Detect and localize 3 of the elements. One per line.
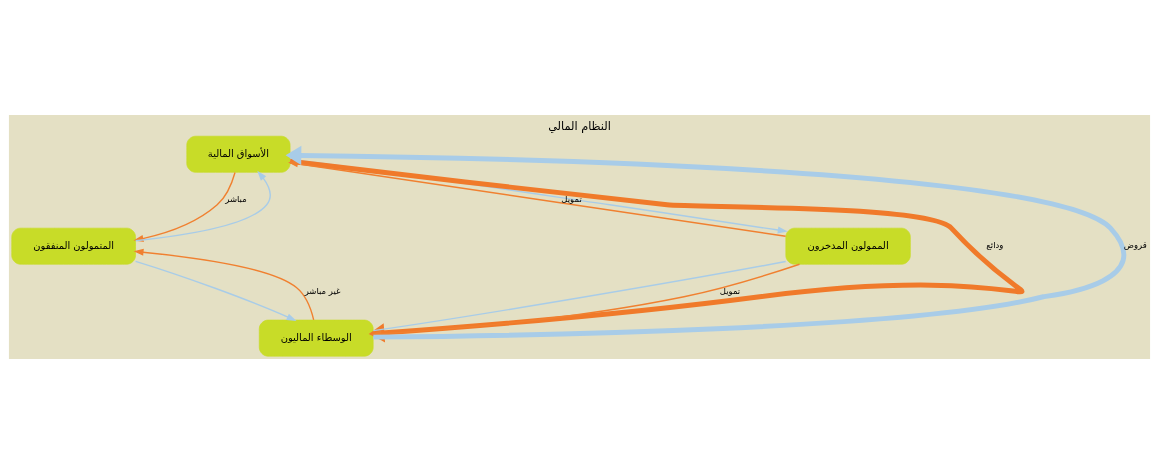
edge-label: مباشر <box>225 194 247 205</box>
edge-label: قروض <box>1123 240 1147 251</box>
diagram-title: النظام المالي <box>548 119 611 133</box>
